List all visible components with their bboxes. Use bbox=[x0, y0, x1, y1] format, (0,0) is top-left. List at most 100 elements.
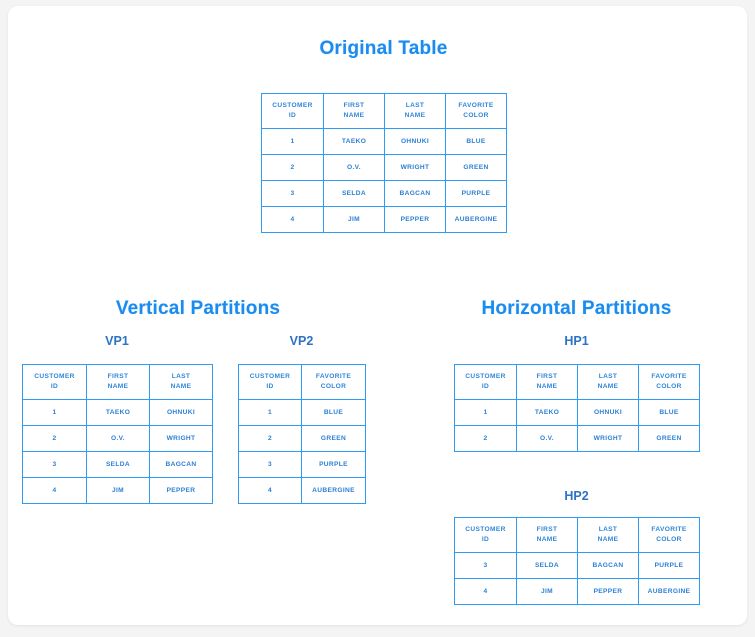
table-cell-1: O.V. bbox=[86, 425, 150, 452]
table-cell-0: 1 bbox=[238, 399, 302, 426]
table-cell-2: OHNUKI bbox=[384, 128, 446, 155]
table-cell-0: 2 bbox=[454, 425, 517, 452]
column-header-line: FAVORITE bbox=[458, 102, 494, 110]
table-cell-2: WRIGHT bbox=[149, 425, 213, 452]
hp1-label: HP1 bbox=[564, 334, 589, 348]
table-header-row: CUSTOMER ID FIRST NAME LAST NAME bbox=[22, 364, 213, 400]
table-cell-1: GREEN bbox=[301, 425, 366, 452]
column-header-line: ID bbox=[50, 383, 59, 390]
column-header-0: CUSTOMER ID bbox=[454, 364, 517, 400]
table-cell-1: SELDA bbox=[86, 451, 150, 478]
column-header-1: FAVORITE COLOR bbox=[301, 364, 366, 400]
table-cell-3: BLUE bbox=[445, 128, 507, 155]
column-header-line: FIRST bbox=[536, 526, 558, 534]
table-cell-3: AUBERGINE bbox=[445, 206, 507, 233]
table-cell-2: WRIGHT bbox=[384, 154, 446, 181]
table-cell-0: 4 bbox=[261, 206, 324, 233]
vp1-label: VP1 bbox=[105, 334, 129, 348]
table-cell-2: BAGCAN bbox=[577, 552, 639, 579]
table-cell-0: 3 bbox=[22, 451, 87, 478]
table-cell-2: PEPPER bbox=[149, 477, 213, 504]
column-header-line: NAME bbox=[170, 383, 192, 390]
column-header-line: LAST bbox=[598, 526, 618, 534]
column-header-line: FIRST bbox=[107, 373, 129, 381]
column-header-line: FAVORITE bbox=[651, 526, 687, 534]
table-cell-3: GREEN bbox=[445, 154, 507, 181]
column-header-line: FAVORITE bbox=[651, 373, 687, 381]
table-cell-0: 2 bbox=[22, 425, 87, 452]
column-header-line: LAST bbox=[598, 373, 618, 381]
column-header-line: CUSTOMER bbox=[465, 373, 506, 381]
table-cell-2: BAGCAN bbox=[149, 451, 213, 478]
column-header-line: LAST bbox=[171, 373, 191, 381]
column-header-line: CUSTOMER bbox=[272, 102, 313, 110]
table-cell-2: OHNUKI bbox=[577, 399, 639, 426]
column-header-0: CUSTOMER ID bbox=[261, 93, 324, 129]
table-cell-0: 4 bbox=[22, 477, 87, 504]
column-header-line: FAVORITE bbox=[315, 373, 352, 381]
table-cell-1: BLUE bbox=[301, 399, 366, 426]
column-header-line: CUSTOMER bbox=[34, 373, 75, 381]
column-header-line: NAME bbox=[404, 112, 426, 119]
column-header-line: COLOR bbox=[320, 383, 347, 390]
horizontal-partitions-title: Horizontal Partitions bbox=[481, 298, 672, 319]
column-header-line: NAME bbox=[536, 536, 558, 543]
table-cell-0: 3 bbox=[238, 451, 302, 478]
table-cell-0: 3 bbox=[454, 552, 517, 579]
column-header-line: NAME bbox=[343, 112, 365, 119]
table-cell-3: GREEN bbox=[638, 425, 700, 452]
table-cell-3: AUBERGINE bbox=[638, 578, 700, 605]
hp2-label: HP2 bbox=[564, 489, 589, 503]
column-header-1: FIRST NAME bbox=[323, 93, 385, 129]
column-header-line: LAST bbox=[405, 102, 425, 110]
table-cell-1: TAEKO bbox=[86, 399, 150, 426]
table-cell-1: SELDA bbox=[516, 552, 578, 579]
table-cell-0: 2 bbox=[238, 425, 302, 452]
table-cell-2: WRIGHT bbox=[577, 425, 639, 452]
column-header-line: NAME bbox=[107, 383, 129, 390]
table-cell-1: SELDA bbox=[323, 180, 385, 207]
table-cell-1: JIM bbox=[86, 477, 150, 504]
table-cell-1: TAEKO bbox=[323, 128, 385, 155]
table-cell-1: JIM bbox=[323, 206, 385, 233]
table-cell-0: 1 bbox=[261, 128, 324, 155]
column-header-1: FIRST NAME bbox=[516, 517, 578, 553]
column-header-line: COLOR bbox=[656, 536, 682, 543]
table-cell-2: OHNUKI bbox=[149, 399, 213, 426]
table-cell-0: 3 bbox=[261, 180, 324, 207]
column-header-line: FIRST bbox=[343, 102, 365, 110]
table-cell-2: PEPPER bbox=[384, 206, 446, 233]
table-cell-1: AUBERGINE bbox=[301, 477, 366, 504]
column-header-line: ID bbox=[288, 112, 297, 119]
column-header-line: CUSTOMER bbox=[249, 373, 291, 381]
table-cell-0: 4 bbox=[238, 477, 302, 504]
table-cell-1: O.V. bbox=[323, 154, 385, 181]
table-cell-0: 1 bbox=[22, 399, 87, 426]
column-header-line: COLOR bbox=[656, 383, 682, 390]
table-cell-1: O.V. bbox=[516, 425, 578, 452]
column-header-line: CUSTOMER bbox=[465, 526, 506, 534]
column-header-line: NAME bbox=[536, 383, 558, 390]
table-cell-3: PURPLE bbox=[445, 180, 507, 207]
column-header-line: ID bbox=[481, 383, 490, 390]
